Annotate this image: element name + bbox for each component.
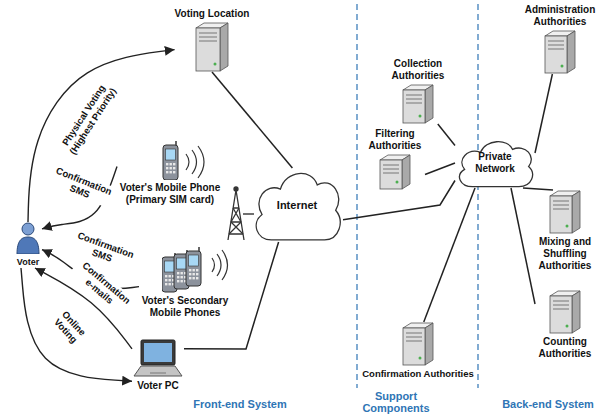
server-node: Administration Authorities	[522, 4, 598, 74]
secondary-phones-node: Voter's Secondary Mobile Phones	[139, 247, 231, 319]
node-label: Filtering Authorities	[365, 128, 425, 152]
node-label: Collection Authorities	[385, 58, 451, 82]
antenna-link	[243, 213, 254, 214]
node-label: Private Network	[467, 151, 523, 175]
phone-icon	[159, 140, 181, 180]
phones-icon	[162, 247, 208, 293]
mobile-phone-node: Voter's Mobile Phone (Primary SIM card)	[117, 140, 223, 206]
private-network-cloud: Private Network	[455, 138, 535, 188]
server-node: Collection Authorities	[385, 58, 451, 124]
voter-node: Voter	[14, 222, 42, 268]
connector	[424, 188, 475, 322]
node-label: Voter	[17, 256, 39, 268]
server-icon	[378, 154, 412, 190]
node-label: Voter PC	[137, 380, 179, 392]
server-node: Filtering Authorities	[365, 128, 425, 190]
server-icon	[401, 322, 435, 366]
node-label: Internet	[277, 199, 317, 211]
edge-label: Confirmation SMS	[45, 163, 118, 210]
node-label: Administration Authorities	[522, 4, 598, 28]
server-node: Counting Authorities	[535, 290, 595, 360]
node-label: Confirmation Authorities	[360, 368, 476, 380]
node-label: Voter's Secondary Mobile Phones	[139, 295, 231, 319]
server-icon	[548, 190, 582, 234]
voter-pc-node: Voter PC	[132, 338, 184, 392]
server-icon	[548, 290, 582, 334]
node-label: Mixing and Shuffling Authorities	[535, 236, 595, 272]
region-label: Support Components	[360, 390, 432, 414]
connector	[535, 74, 552, 153]
voting-location-node: Voting Location	[175, 8, 250, 72]
region-label: Back-end System	[502, 398, 594, 410]
internet-cloud: Internet	[251, 168, 343, 242]
region-divider	[477, 4, 478, 388]
region-label: Front-end System	[193, 398, 287, 410]
connector	[425, 163, 455, 175]
node-label: Voting Location	[175, 8, 250, 20]
server-icon	[543, 30, 577, 74]
region-divider	[356, 4, 357, 388]
laptop-icon	[132, 338, 184, 378]
edge-label: Physical Voting (Highest Priority)	[53, 72, 124, 164]
connector	[438, 124, 455, 146]
connector	[511, 188, 535, 304]
node-label: Voter's Mobile Phone (Primary SIM card)	[117, 182, 223, 206]
server-icon	[401, 84, 435, 124]
server-icon	[194, 22, 230, 72]
server-node: Confirmation Authorities	[360, 322, 476, 380]
connector	[212, 72, 292, 168]
edge-label: Online Voting	[46, 303, 93, 352]
person-icon	[14, 222, 42, 254]
node-label: Counting Authorities	[535, 336, 595, 360]
server-node: Mixing and Shuffling Authorities	[535, 190, 595, 272]
connector	[523, 188, 553, 190]
signal-waves	[186, 146, 228, 280]
antenna-tower	[228, 187, 244, 240]
